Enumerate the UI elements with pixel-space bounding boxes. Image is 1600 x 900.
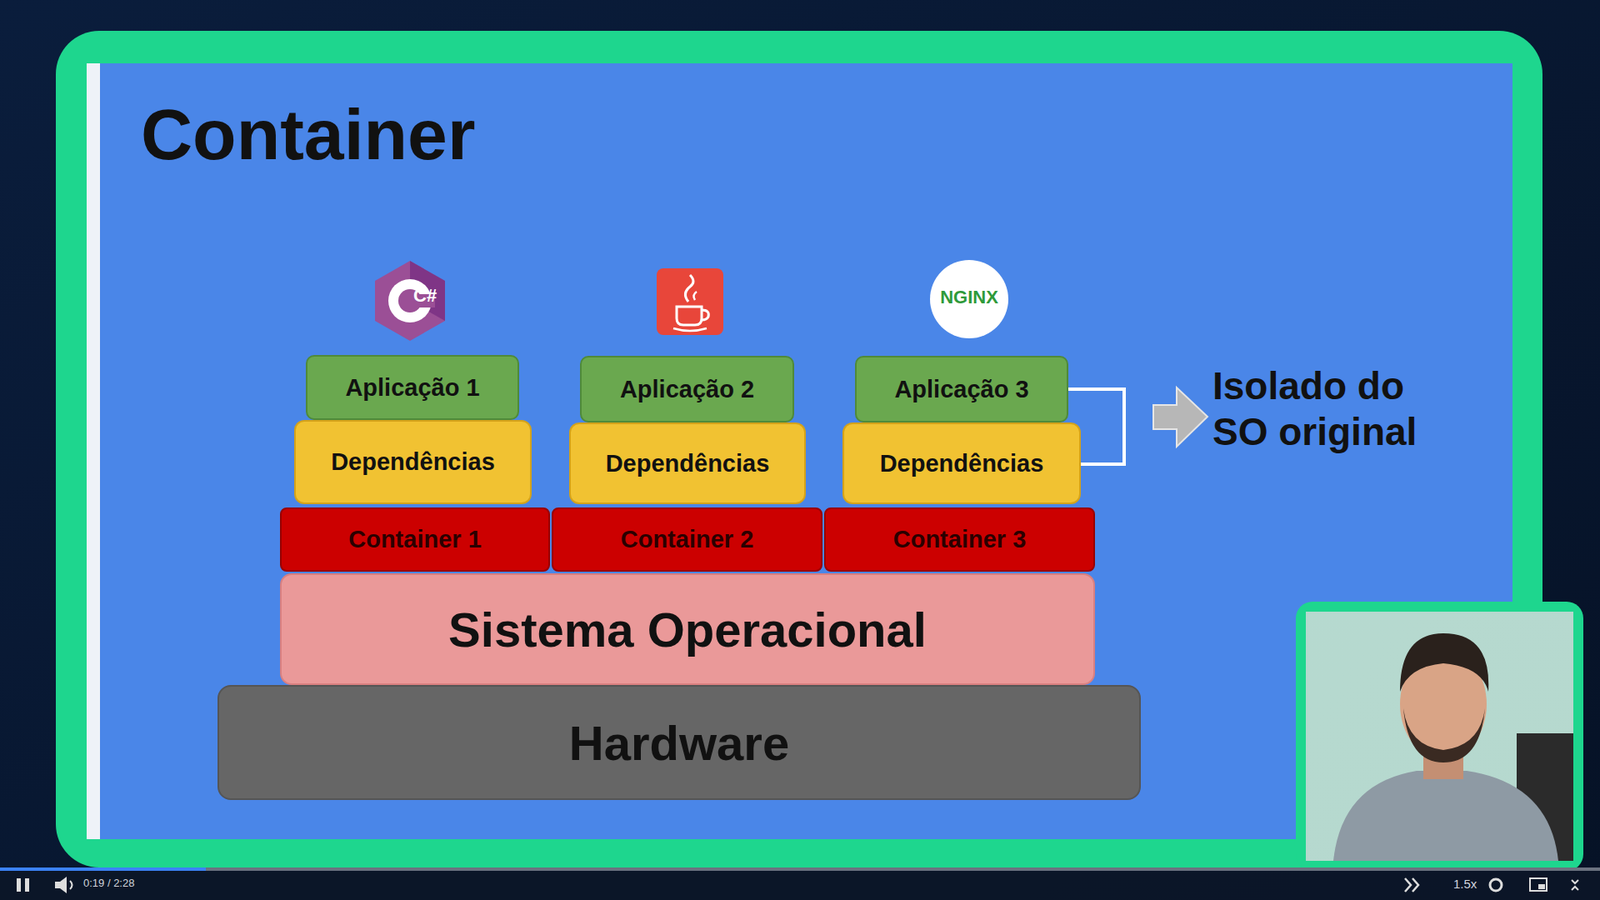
annotation-text: Isolado do SO original [1212,363,1455,455]
node-text: Container 1 [348,525,482,554]
playback-speed: 1.5x [1453,877,1477,890]
dependencies-box: Dependências [294,420,532,505]
node-text: Hardware [569,715,790,771]
slide-title: Container [140,93,475,176]
node-text: Container 2 [620,525,755,554]
node-text: Dependências [330,448,495,476]
node-text: Aplicação 1 [345,374,480,402]
node-text: Dependências [605,450,770,478]
operating-system-band: Sistema Operacional [280,573,1095,685]
container-box: Container 2 [551,507,823,572]
video-time: 0:19 / 2:28 [83,877,135,889]
application-box: Aplicação 2 [580,355,795,423]
dependencies-box: Dependências [842,422,1081,505]
application-box: Aplicação 1 [305,355,520,420]
node-text: Container 3 [893,525,1027,554]
hardware-band: Hardware [217,685,1141,800]
dependencies-box: Dependências [569,422,806,505]
node-text: Aplicação 3 [894,375,1029,404]
node-text: Sistema Operacional [448,601,927,658]
node-text: Aplicação 2 [620,375,755,404]
application-box: Aplicação 3 [855,355,1069,423]
container-box: Container 1 [280,507,550,572]
node-text: Dependências [880,450,1045,478]
nginx-logo-text: NGINX [935,288,1003,307]
csharp-logo-text: C# [413,286,437,305]
container-box: Container 3 [824,507,1095,572]
